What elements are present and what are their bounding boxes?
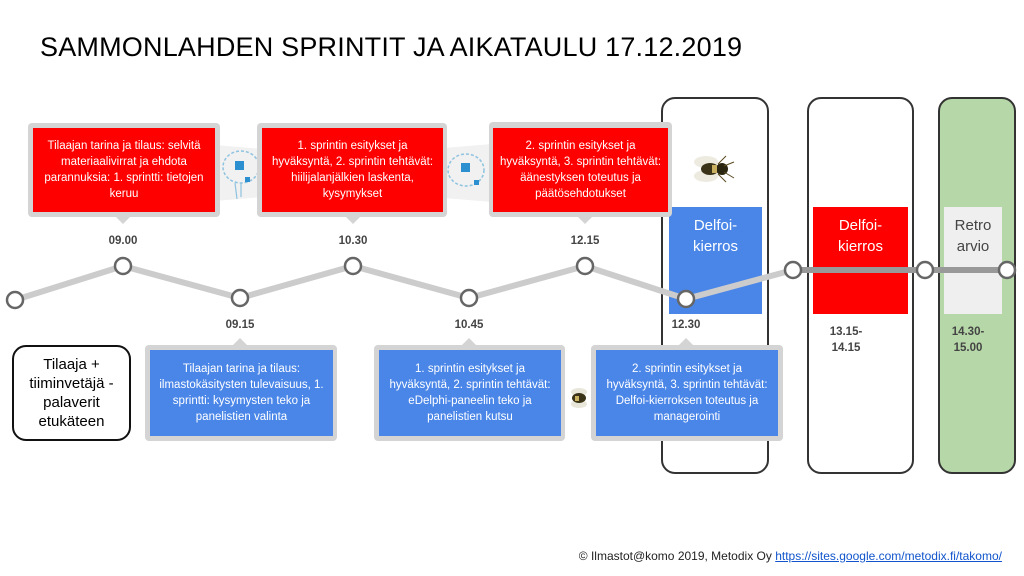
footer-copyright: © Ilmastot@komo 2019, Metodix Oy (578, 549, 772, 563)
time-label: 12.30 (671, 319, 701, 331)
brain-circuit-icon (444, 144, 492, 202)
time-end: 15.00 (953, 342, 983, 354)
bottom-card-1: Tilaajan tarina ja tilaus: ilmastokäsity… (150, 350, 333, 436)
column-box-1 (661, 97, 769, 474)
column-label: Delfoi-kierros (837, 217, 883, 255)
pre-meeting-text: Tilaaja + tiiminvetäjä -palaverit etukät… (29, 356, 114, 430)
card-pointer (116, 217, 130, 224)
card-pointer (679, 338, 693, 345)
page-title: SAMMONLAHDEN SPRINTIT JA AIKATAULU 17.12… (40, 32, 743, 62)
card-pointer (462, 338, 476, 345)
timeline-node (915, 260, 935, 280)
bottom-card-2: 1. sprintin esitykset ja hyväksyntä, 2. … (379, 350, 561, 436)
column-label: Retro arvio (954, 217, 992, 255)
timeline-node (230, 288, 250, 308)
timeline-node (5, 290, 25, 310)
time-label: 14.30- 15.00 (938, 324, 998, 356)
time-start: 13.15- (829, 326, 863, 338)
fly-icon (571, 388, 587, 408)
footer-link[interactable]: https://sites.google.com/metodix.fi/tako… (775, 549, 1002, 563)
fly-icon (694, 155, 735, 183)
bottom-card-3: 2. sprintin esitykset ja hyväksyntä, 3. … (596, 350, 778, 436)
timeline-node (343, 256, 363, 276)
timeline-node (997, 260, 1017, 280)
footer: © Ilmastot@komo 2019, Metodix Oy https:/… (579, 549, 1002, 563)
time-end: 14.15 (831, 342, 861, 354)
column-label: Delfoi-kierros (692, 217, 738, 255)
timeline-node (575, 256, 595, 276)
retro-box: Retro arvio (944, 207, 1002, 314)
time-label: 13.15- 14.15 (816, 324, 876, 356)
time-start: 14.30- (951, 326, 985, 338)
top-card-3: 2. sprintin esitykset ja hyväksyntä, 3. … (493, 128, 668, 212)
pre-meeting-box: Tilaaja + tiiminvetäjä -palaverit etukät… (12, 345, 131, 441)
time-label: 09.00 (108, 235, 138, 247)
card-pointer (233, 338, 247, 345)
timeline-node (676, 289, 696, 309)
time-label: 12.15 (570, 235, 600, 247)
card-pointer (578, 217, 592, 224)
time-label: 10.45 (454, 319, 484, 331)
timeline-node (783, 260, 803, 280)
timeline-line (14, 262, 794, 303)
card-pointer (346, 217, 360, 224)
delfoi-round-red: Delfoi-kierros (813, 207, 908, 314)
time-label: 09.15 (225, 319, 255, 331)
delfoi-round-blue: Delfoi-kierros (669, 207, 762, 314)
time-label: 10.30 (338, 235, 368, 247)
timeline-node (113, 256, 133, 276)
top-card-1: Tilaajan tarina ja tilaus: selvitä mater… (33, 128, 215, 212)
top-card-2: 1. sprintin esitykset ja hyväksyntä, 2. … (262, 128, 443, 212)
timeline-node (459, 288, 479, 308)
column-box-2 (807, 97, 914, 474)
